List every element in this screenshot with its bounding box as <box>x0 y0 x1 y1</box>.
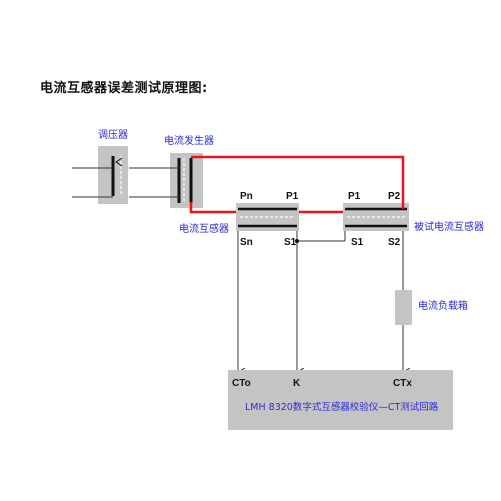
test-ct-terminal-p1: P1 <box>348 191 361 202</box>
regulator <box>72 146 128 204</box>
ref-ct-terminal-sn: Sn <box>240 237 253 248</box>
reference-ct <box>236 203 299 231</box>
junction-dot <box>295 239 299 243</box>
ref-ct-label: 电流互感器 <box>179 222 229 235</box>
page-title: 电流互感器误差测试原理图: <box>40 81 208 96</box>
instrument-name: LMH 8320数字式互感器校验仪—CT测试回路 <box>245 401 439 413</box>
panel-terminal-ctx: CTx <box>393 378 412 389</box>
secondary-wiring <box>238 231 403 372</box>
ref-ct-terminal-pn: Pn <box>240 191 253 202</box>
test-ct <box>343 203 409 231</box>
primary-current-loop <box>189 155 405 214</box>
test-ct-terminal-s1: S1 <box>351 237 364 248</box>
ref-ct-terminal-s1: S1 <box>284 237 297 248</box>
panel-terminal-k: K <box>293 378 301 389</box>
test-ct-terminal-s2: S2 <box>388 237 401 248</box>
current-generator <box>129 153 203 208</box>
panel-terminal-cto: CTo <box>232 378 251 389</box>
regulator-label: 调压器 <box>98 129 128 141</box>
instrument-panel <box>228 370 453 430</box>
test-ct-label: 被试电流互感器 <box>414 220 484 233</box>
burden-label: 电流负载箱 <box>418 299 468 312</box>
current-burden-box <box>395 290 412 325</box>
generator-label: 电流发生器 <box>164 134 214 147</box>
test-ct-terminal-p2: P2 <box>388 191 401 202</box>
ref-ct-terminal-p1: P1 <box>286 191 299 202</box>
